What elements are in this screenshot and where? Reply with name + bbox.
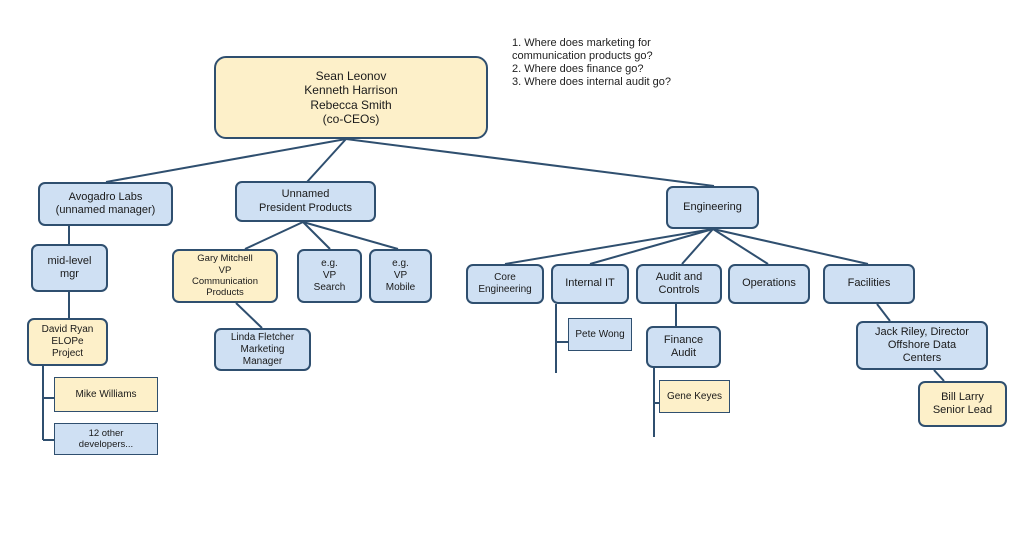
engineering-node: Engineering xyxy=(666,186,759,229)
audit-line-1: Audit and xyxy=(655,270,703,283)
core-line-1: Core xyxy=(494,272,516,283)
unnamed-president-node: Unnamed President Products xyxy=(235,181,376,222)
engineering-label: Engineering xyxy=(683,200,742,213)
question-line-4: 3. Where does internal audit go? xyxy=(512,76,671,88)
midlevel-line-2: mgr xyxy=(60,268,79,280)
mid-level-mgr-node: mid-level mgr xyxy=(31,244,108,292)
question-line-2: communication products go? xyxy=(512,50,653,62)
pete-label: Pete Wong xyxy=(575,328,625,340)
linda-fletcher-node: Linda Fletcher Marketing Manager xyxy=(214,328,311,371)
gene-keyes-node: Gene Keyes xyxy=(659,380,730,413)
bill-larry-node: Bill Larry Senior Lead xyxy=(918,381,1007,427)
other-developers-node: 12 other developers... xyxy=(54,423,158,455)
core-line-2: Engineering xyxy=(478,284,532,295)
gary-line-2: VP xyxy=(218,264,232,276)
others-line-1: 12 other xyxy=(88,427,124,439)
gary-line-1: Gary Mitchell xyxy=(197,253,253,265)
ceo-role: (co-CEOs) xyxy=(322,111,380,126)
operations-label: Operations xyxy=(742,277,796,290)
vp-search-line-2: VP xyxy=(322,270,337,281)
linda-line-2: Marketing xyxy=(240,343,285,355)
avogadro-line-1: Avogadro Labs xyxy=(68,190,143,203)
gene-label: Gene Keyes xyxy=(666,390,723,402)
mike-williams-node: Mike Williams xyxy=(54,377,158,412)
vp-search-line-3: Search xyxy=(313,282,346,293)
david-line-1: David Ryan xyxy=(41,324,94,335)
jack-line-1: Jack Riley, Director xyxy=(875,325,969,338)
bill-line-2: Senior Lead xyxy=(932,404,993,416)
ceo-name-3: Rebecca Smith xyxy=(310,97,392,112)
linda-line-3: Manager xyxy=(242,355,283,367)
bill-line-1: Bill Larry xyxy=(941,390,984,403)
vp-mobile-line-3: Mobile xyxy=(385,282,416,293)
audit-line-2: Controls xyxy=(658,284,700,296)
audit-controls-node: Audit and Controls xyxy=(636,264,722,304)
vp-mobile-node: e.g. VP Mobile xyxy=(369,249,432,303)
vp-mobile-line-1: e.g. xyxy=(392,258,409,269)
others-line-2: developers... xyxy=(78,439,134,450)
finance-audit-node: Finance Audit xyxy=(646,326,721,368)
unnamed-president-line-1: Unnamed xyxy=(281,188,330,201)
jack-line-3: Centers xyxy=(902,352,942,365)
avogadro-labs-node: Avogadro Labs (unnamed manager) xyxy=(38,182,173,226)
unnamed-president-line-2: President Products xyxy=(259,201,352,214)
facilities-label: Facilities xyxy=(847,277,891,290)
question-line-1: 1. Where does marketing for xyxy=(512,37,651,49)
core-engineering-node: Core Engineering xyxy=(466,264,544,304)
pete-wong-node: Pete Wong xyxy=(568,318,632,351)
gary-mitchell-node: Gary Mitchell VP Communication Products xyxy=(172,249,278,303)
vp-search-line-1: e.g. xyxy=(321,258,338,269)
internal-it-node: Internal IT xyxy=(551,264,629,304)
jack-riley-node: Jack Riley, Director Offshore Data Cente… xyxy=(856,321,988,370)
david-line-2: ELOPe xyxy=(51,336,84,347)
ceo-name-1: Sean Leonov xyxy=(315,68,387,83)
vp-mobile-line-2: VP xyxy=(393,270,408,281)
vp-search-node: e.g. VP Search xyxy=(297,249,362,303)
jack-line-2: Offshore Data xyxy=(887,338,957,351)
avogadro-line-2: (unnamed manager) xyxy=(55,204,156,216)
ceo-name-2: Kenneth Harrison xyxy=(304,83,398,98)
midlevel-line-1: mid-level xyxy=(47,254,92,267)
mike-label: Mike Williams xyxy=(75,388,137,400)
questions-note: 1. Where does marketing for communicatio… xyxy=(512,37,671,89)
question-line-3: 2. Where does finance go? xyxy=(512,63,644,75)
finance-line-1: Finance xyxy=(663,333,704,346)
operations-node: Operations xyxy=(728,264,810,304)
facilities-node: Facilities xyxy=(823,264,915,304)
gary-line-3: Communication xyxy=(192,276,258,287)
david-ryan-node: David Ryan ELOPe Project xyxy=(27,318,108,366)
internal-it-label: Internal IT xyxy=(565,277,615,290)
linda-line-1: Linda Fletcher xyxy=(230,331,295,343)
david-line-3: Project xyxy=(51,348,84,359)
gary-line-4: Products xyxy=(206,287,244,299)
ceo-node: Sean Leonov Kenneth Harrison Rebecca Smi… xyxy=(214,56,488,139)
finance-line-2: Audit xyxy=(670,347,697,359)
